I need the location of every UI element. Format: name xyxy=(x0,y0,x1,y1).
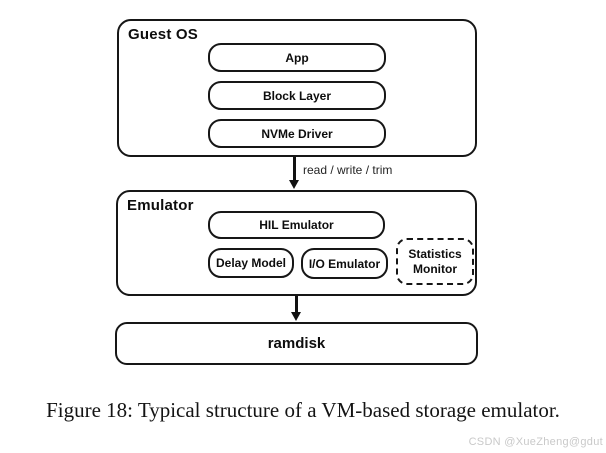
delay-model-node: Delay Model xyxy=(208,248,294,278)
emulator-to-ramdisk-arrow-shaft xyxy=(295,296,298,314)
io-emulator-node: I/O Emulator xyxy=(301,248,388,279)
io-flow-label: read / write / trim xyxy=(303,163,393,177)
watermark: CSDN @XueZheng@gdut xyxy=(468,436,603,448)
guest-os-group: Guest OS App Block Layer NVMe Driver xyxy=(117,19,477,157)
figure-caption: Figure 18: Typical structure of a VM-bas… xyxy=(46,398,560,422)
statistics-monitor-node: Statistics Monitor xyxy=(396,238,474,285)
block-layer-node: Block Layer xyxy=(208,81,386,110)
emulator-title: Emulator xyxy=(127,197,194,214)
nvme-driver-node: NVMe Driver xyxy=(208,119,386,148)
app-node: App xyxy=(208,43,386,72)
ramdisk-node: ramdisk xyxy=(115,322,478,365)
emulator-to-ramdisk-arrow-head xyxy=(291,312,301,321)
hil-emulator-node: HIL Emulator xyxy=(208,211,385,239)
guestos-to-emulator-arrow-shaft xyxy=(293,157,296,182)
emulator-group: Emulator HIL Emulator Delay Model I/O Em… xyxy=(116,190,477,296)
guestos-to-emulator-arrow-head xyxy=(289,180,299,189)
guest-os-title: Guest OS xyxy=(128,26,198,43)
